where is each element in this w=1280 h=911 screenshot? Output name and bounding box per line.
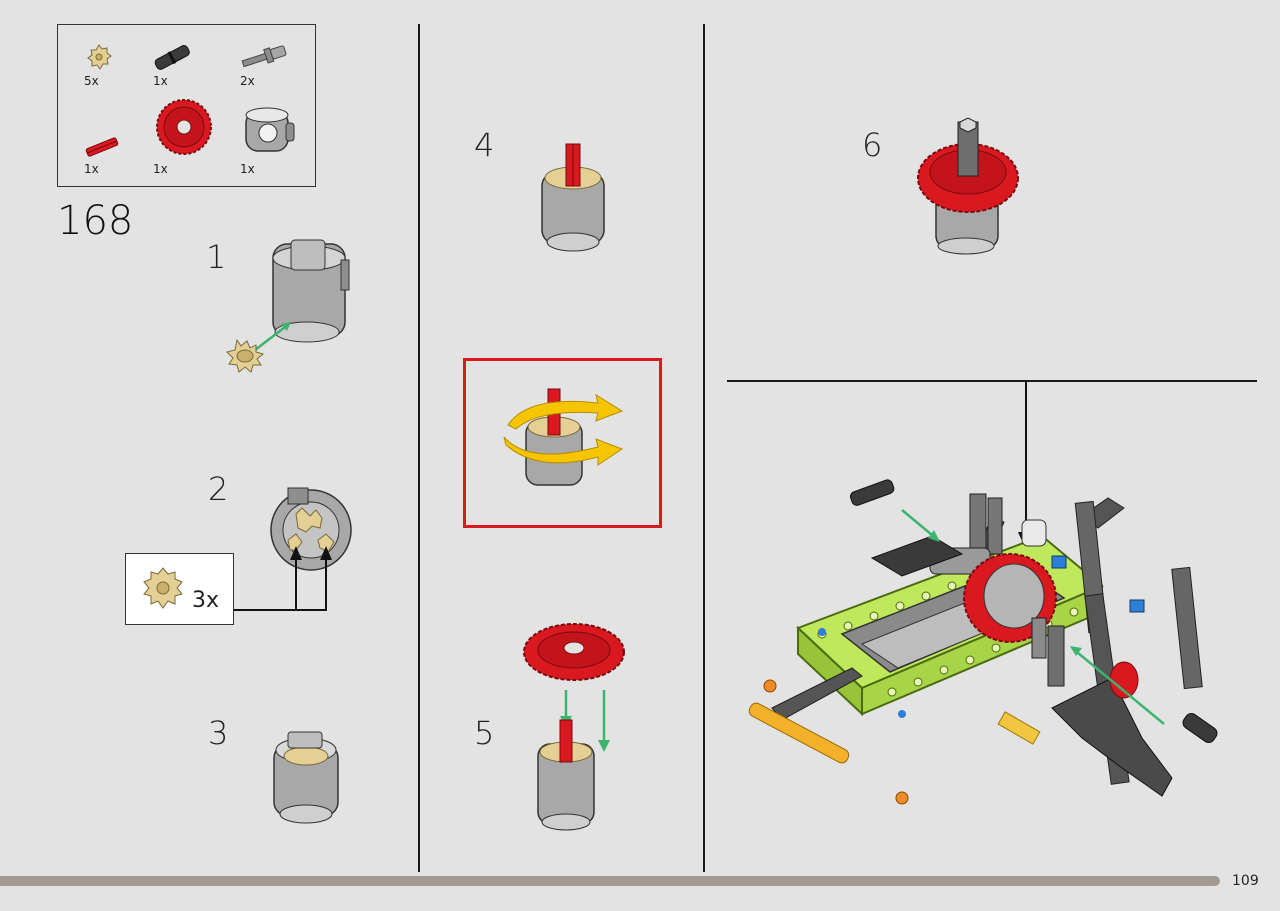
rotation-check-illustration	[503, 388, 624, 486]
gray-axle-with-stop-icon	[241, 45, 287, 68]
page-progress-bar	[0, 876, 1220, 886]
callout-arrows	[234, 546, 332, 611]
page-number: 109	[1232, 873, 1259, 889]
differential-housing-with-gear-illustration	[226, 239, 350, 373]
column-divider-1	[418, 24, 420, 872]
assembled-housing-illustration	[273, 731, 339, 824]
gray-differential-housing-icon	[245, 107, 295, 152]
part-qty: 1x	[153, 162, 168, 176]
substep-number: 2	[208, 470, 229, 508]
callout-box: 3x	[125, 553, 234, 625]
substep-number: 5	[474, 714, 495, 752]
part-qty: 1x	[84, 162, 99, 176]
red-bevel-gear-28-icon	[156, 99, 212, 155]
section-divider	[727, 380, 1257, 382]
substep-number: 6	[862, 126, 883, 164]
substep-number: 1	[206, 238, 227, 276]
parts-list-box: 5x 1x 2x 1x 1x 1x	[57, 24, 316, 187]
substep-number: 4	[474, 126, 495, 164]
column-divider-2	[703, 24, 705, 872]
step-number: 168	[57, 198, 134, 244]
housing-with-red-axle-illustration	[541, 143, 605, 252]
tan-bevel-gear-12-icon	[143, 567, 183, 609]
red-axle-icon	[85, 137, 119, 157]
part-qty: 1x	[153, 74, 168, 88]
black-axle-pin-icon	[154, 45, 190, 70]
callout-quantity: 3x	[192, 588, 220, 613]
rotation-check-frame	[463, 358, 662, 528]
tan-bevel-gear-12-icon	[87, 44, 112, 70]
substep-number: 3	[208, 714, 229, 752]
part-qty: 1x	[240, 162, 255, 176]
red-gear-onto-housing-illustration	[523, 623, 625, 831]
housing-with-three-gears-illustration	[270, 487, 352, 571]
part-qty: 5x	[84, 74, 99, 88]
completed-differential-illustration	[917, 117, 1019, 255]
chassis-assembly-illustration	[748, 479, 1218, 805]
part-qty: 2x	[240, 74, 255, 88]
